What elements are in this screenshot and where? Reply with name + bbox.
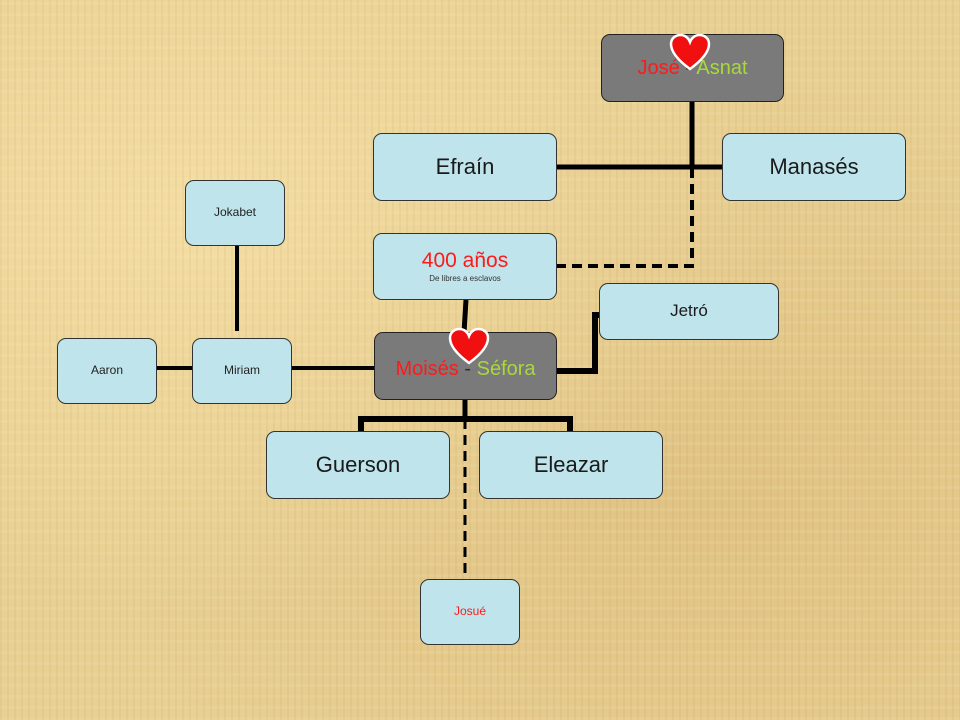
person-name: Manasés xyxy=(769,153,859,179)
person-josue: Josué xyxy=(420,579,520,645)
husband-name-moises: Moisés xyxy=(395,358,459,380)
generations-dashed-line xyxy=(556,168,694,268)
heart-icon xyxy=(448,327,490,365)
moises-jetro-line xyxy=(556,312,600,374)
wife-name-sefora: Séfora xyxy=(476,358,536,380)
person-name: Jetró xyxy=(670,301,708,321)
period-subtitle: De libres a esclavos xyxy=(429,274,501,284)
husband-name-jose: José xyxy=(637,57,680,79)
heart-icon xyxy=(669,33,711,71)
person-aaron: Aaron xyxy=(57,338,157,404)
person-jokabet: Jokabet xyxy=(185,180,285,246)
person-jetro: Jetró xyxy=(599,283,779,340)
wife-name-asnat: Asnat xyxy=(696,57,748,79)
period-400-years: 400 años De libres a esclavos xyxy=(373,233,557,300)
person-miriam: Miriam xyxy=(192,338,292,404)
period-label: 400 años xyxy=(421,249,509,273)
person-name: Guerson xyxy=(315,451,401,477)
person-name: Josué xyxy=(453,604,487,619)
period-to-moises-line xyxy=(461,299,469,334)
person-name: Efraín xyxy=(435,153,495,179)
couple-separator: - xyxy=(464,358,472,380)
person-name: Aaron xyxy=(90,363,124,378)
person-name: Jokabet xyxy=(213,205,257,220)
person-manases: Manasés xyxy=(722,133,906,201)
person-name: Miriam xyxy=(224,363,260,378)
person-guerson: Guerson xyxy=(266,431,450,499)
person-eleazar: Eleazar xyxy=(479,431,663,499)
person-name: Eleazar xyxy=(533,451,609,477)
person-efrain: Efraín xyxy=(373,133,557,201)
